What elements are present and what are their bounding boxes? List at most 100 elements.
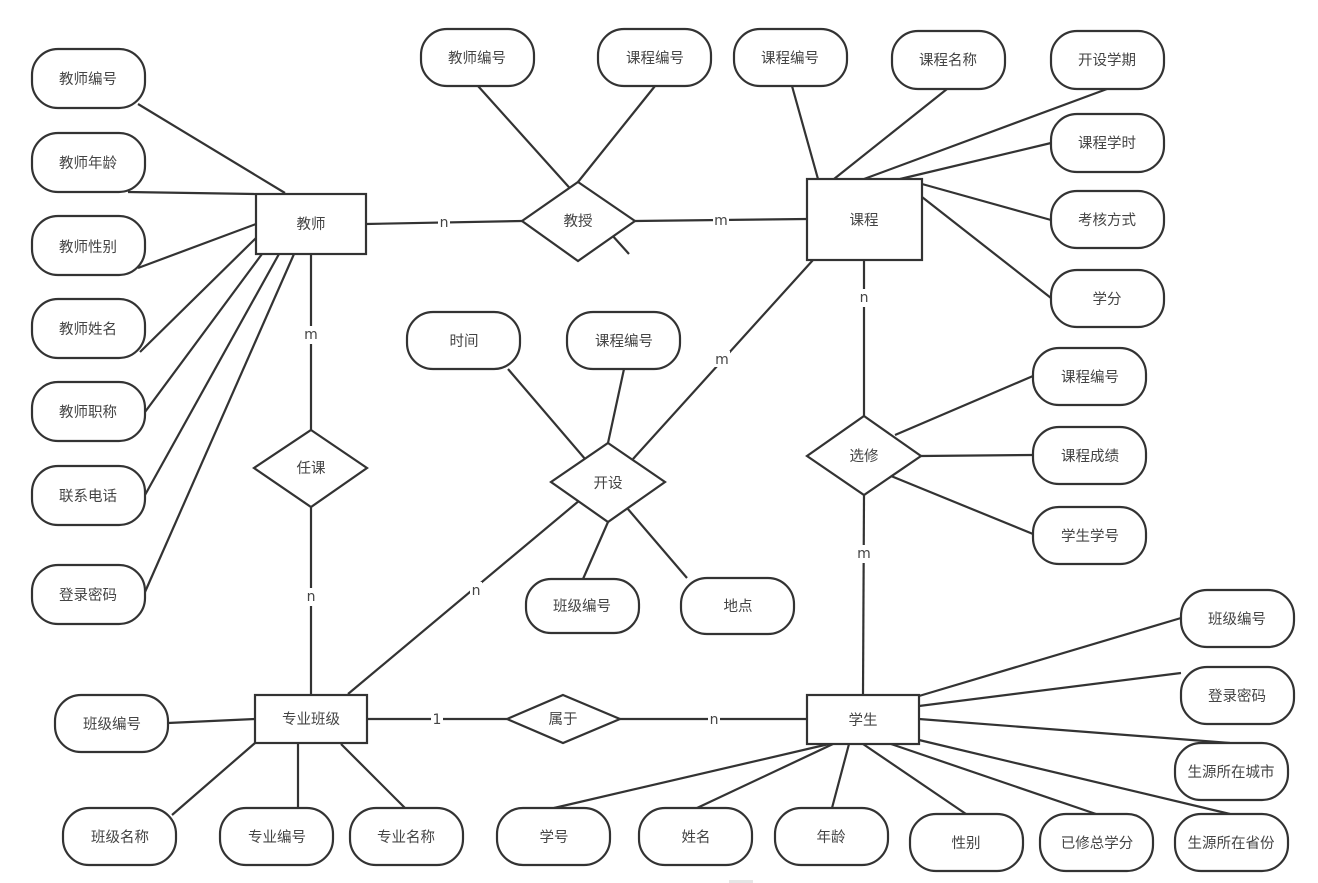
attribute-class-major-id[interactable]: 专业编号 (218, 806, 335, 867)
attribute-course-assessment[interactable]: 考核方式 (1049, 189, 1166, 250)
svg-text:专业编号: 专业编号 (248, 829, 306, 846)
attribute-offer-time[interactable]: 时间 (405, 310, 522, 371)
cardinality-assign-class: n (307, 589, 316, 605)
svg-text:登录密码: 登录密码 (1208, 688, 1266, 705)
entity-course[interactable]: 课程 (805, 177, 924, 262)
svg-text:登录密码: 登录密码 (59, 587, 117, 604)
svg-text:学号: 学号 (540, 829, 569, 846)
svg-text:教师编号: 教师编号 (59, 71, 117, 88)
entity-label: 学生 (849, 712, 878, 729)
attribute-student-name[interactable]: 姓名 (637, 806, 754, 867)
attribute-student-gender[interactable]: 性别 (908, 812, 1025, 873)
edge-class-attr-major-name (340, 743, 406, 809)
attribute-teach-teacher-id[interactable]: 教师编号 (419, 27, 536, 88)
attribute-student-total-credits[interactable]: 已修总学分 (1038, 812, 1155, 873)
edge-student-attr-city (918, 717, 1231, 745)
svg-text:生源所在城市: 生源所在城市 (1188, 764, 1275, 781)
svg-text:专业名称: 专业名称 (377, 829, 435, 846)
relationship-belong[interactable]: 属于 (504, 693, 623, 745)
attribute-course-term[interactable]: 开设学期 (1049, 29, 1166, 91)
attribute-offer-course-id[interactable]: 课程编号 (565, 310, 682, 371)
attribute-offer-location[interactable]: 地点 (679, 576, 796, 636)
svg-text:学生学号: 学生学号 (1061, 528, 1119, 545)
attribute-student-age[interactable]: 年龄 (773, 806, 890, 867)
edge-teacher-attr-phone (144, 253, 280, 496)
svg-text:姓名: 姓名 (682, 829, 711, 846)
svg-text:教师姓名: 教师姓名 (59, 321, 117, 338)
cardinality-teacher-teach: n (440, 215, 449, 231)
svg-text:地点: 地点 (724, 598, 753, 615)
edge-teacher-attr-title (144, 253, 263, 413)
svg-text:班级编号: 班级编号 (553, 598, 611, 615)
edge-teacher-attr-age (127, 190, 257, 196)
cardinality-elective-student: m (857, 546, 871, 562)
relationship-assign[interactable]: 任课 (252, 428, 369, 509)
entity-student[interactable]: 学生 (805, 693, 921, 746)
attribute-student-sno[interactable]: 学号 (495, 806, 612, 867)
attribute-teacher-id[interactable]: 教师编号 (30, 47, 147, 110)
attribute-teacher-gender[interactable]: 教师性别 (30, 214, 147, 277)
relationship-teach[interactable]: 教授 (520, 180, 637, 263)
edge-elective-attr-student-id (890, 474, 1034, 536)
edge-class-attr-id (167, 717, 256, 725)
attribute-class-id[interactable]: 班级编号 (53, 693, 170, 754)
svg-text:已修总学分: 已修总学分 (1061, 835, 1134, 852)
entity-class[interactable]: 专业班级 (253, 693, 369, 745)
svg-text:课程编号: 课程编号 (1061, 369, 1119, 386)
relationship-offer[interactable]: 开设 (549, 441, 667, 524)
attribute-teach-course-id[interactable]: 课程编号 (596, 27, 713, 88)
attribute-course-credit[interactable]: 学分 (1049, 268, 1166, 329)
attribute-student-city[interactable]: 生源所在城市 (1173, 741, 1290, 802)
edge-student-attr-sno (553, 742, 830, 810)
entity-label: 课程 (850, 212, 879, 229)
edge-course-attr-credit (921, 196, 1052, 299)
attribute-class-major-name[interactable]: 专业名称 (348, 806, 465, 867)
svg-text:课程成绩: 课程成绩 (1061, 448, 1119, 465)
attribute-teacher-title[interactable]: 教师职称 (30, 380, 147, 443)
edge-teacher-attr-gender (137, 222, 257, 270)
svg-text:教师性别: 教师性别 (59, 239, 117, 256)
attribute-teacher-password[interactable]: 登录密码 (30, 563, 147, 626)
attribute-course-hours[interactable]: 课程学时 (1049, 112, 1166, 174)
relationship-label: 选修 (850, 448, 879, 465)
cardinality-offer-course: m (715, 352, 729, 368)
edge-offer-class (347, 499, 581, 695)
svg-text:生源所在省份: 生源所在省份 (1188, 835, 1275, 852)
cardinality-teach-course: m (714, 213, 728, 229)
edge-student-attr-password (918, 671, 1182, 708)
attribute-elective-student-id[interactable]: 学生学号 (1031, 505, 1148, 566)
edge-student-attr-class-id (918, 616, 1182, 698)
attribute-student-class-id[interactable]: 班级编号 (1179, 588, 1296, 649)
attribute-teacher-name[interactable]: 教师姓名 (30, 297, 147, 360)
edge-teacher-attr-name (139, 237, 257, 353)
svg-text:年龄: 年龄 (817, 829, 846, 846)
attribute-teacher-phone[interactable]: 联系电话 (30, 464, 147, 527)
cardinality-labels: n m m n m n n m 1 n (303, 212, 872, 728)
cardinality-offer-class: n (472, 583, 481, 599)
edge-student-attr-credits (890, 742, 1097, 816)
edge-offer-attr-course-id (606, 368, 626, 444)
relationship-label: 开设 (594, 475, 623, 492)
attribute-student-province[interactable]: 生源所在省份 (1173, 812, 1290, 873)
attribute-student-password[interactable]: 登录密码 (1179, 665, 1296, 726)
entity-teacher[interactable]: 教师 (254, 192, 368, 256)
attribute-offer-class-id[interactable]: 班级编号 (524, 577, 641, 635)
attribute-course-id[interactable]: 课程编号 (732, 27, 849, 88)
attribute-elective-course-id[interactable]: 课程编号 (1031, 346, 1148, 407)
attribute-course-name[interactable]: 课程名称 (890, 29, 1007, 91)
relationship-elective[interactable]: 选修 (805, 414, 923, 497)
attribute-elective-grade[interactable]: 课程成绩 (1031, 425, 1148, 486)
edge-course-attr-hours (899, 141, 1052, 181)
attribute-class-name[interactable]: 班级名称 (61, 806, 178, 867)
edge-course-attr-id (790, 85, 820, 180)
svg-text:考核方式: 考核方式 (1078, 212, 1136, 229)
edge-class-attr-name (171, 742, 256, 816)
scroll-indicator (729, 880, 753, 883)
attribute-teacher-age[interactable]: 教师年龄 (30, 131, 147, 194)
svg-text:班级名称: 班级名称 (91, 829, 149, 846)
edge-teacher-attr-password (143, 253, 296, 593)
edge-course-attr-assessment (921, 182, 1052, 222)
relationship-label: 任课 (297, 460, 326, 477)
connector-lines (127, 85, 1231, 816)
edge-elective-student (861, 494, 866, 695)
